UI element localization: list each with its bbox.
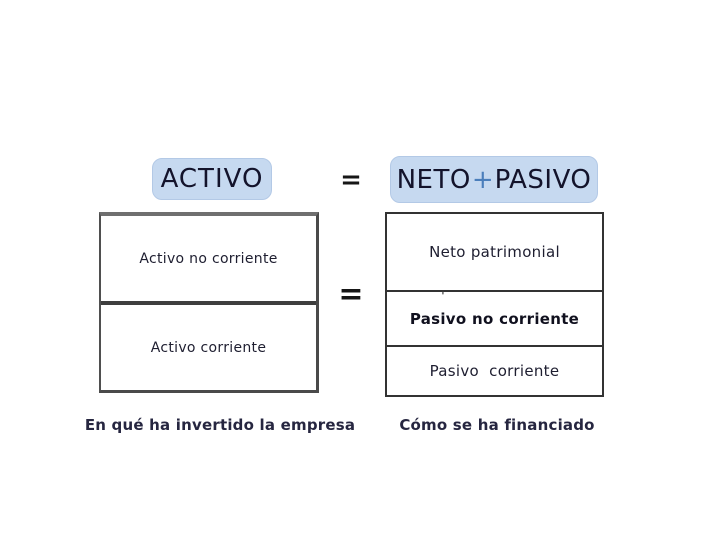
noncurrent-liabilities-label: Pasivo no corriente xyxy=(409,309,580,328)
plus-sign: + xyxy=(471,164,494,195)
activo-label: ACTIVO xyxy=(160,164,264,194)
assets-noncurrent-section: Activo no corriente xyxy=(101,216,316,301)
equals-sign-top: = xyxy=(340,165,362,195)
activo-pill: ACTIVO xyxy=(152,158,272,200)
assets-caption: En qué ha invertido la empresa xyxy=(84,416,356,434)
financing-box-divider-1 xyxy=(387,290,602,292)
net-worth-section: Neto patrimonial xyxy=(387,214,602,290)
assets-current-section: Activo corriente xyxy=(101,305,316,390)
financing-caption: Cómo se ha financiado xyxy=(399,416,595,434)
assets-box-divider xyxy=(101,301,316,305)
assets-box: Activo no corriente Activo corriente xyxy=(99,212,319,393)
assets-noncurrent-label: Activo no corriente xyxy=(139,250,278,267)
equals-sign-middle: = xyxy=(338,276,364,312)
noncurrent-liabilities-section: Pasivo no corriente xyxy=(387,292,602,345)
current-liabilities-section: Pasivo corriente xyxy=(387,347,602,395)
assets-current-label: Activo corriente xyxy=(150,339,267,356)
neto-pasivo-pill: NETO+PASIVO xyxy=(390,156,598,203)
financing-box-divider-2 xyxy=(387,345,602,347)
neto-label: NETO xyxy=(396,164,471,195)
pasivo-label: PASIVO xyxy=(494,164,592,195)
financing-box: Neto patrimonial Pasivo no corriente Pas… xyxy=(385,212,604,397)
net-worth-label: Neto patrimonial xyxy=(429,243,560,261)
stray-tick-mark: ' xyxy=(441,289,445,305)
current-liabilities-label: Pasivo corriente xyxy=(429,362,560,380)
